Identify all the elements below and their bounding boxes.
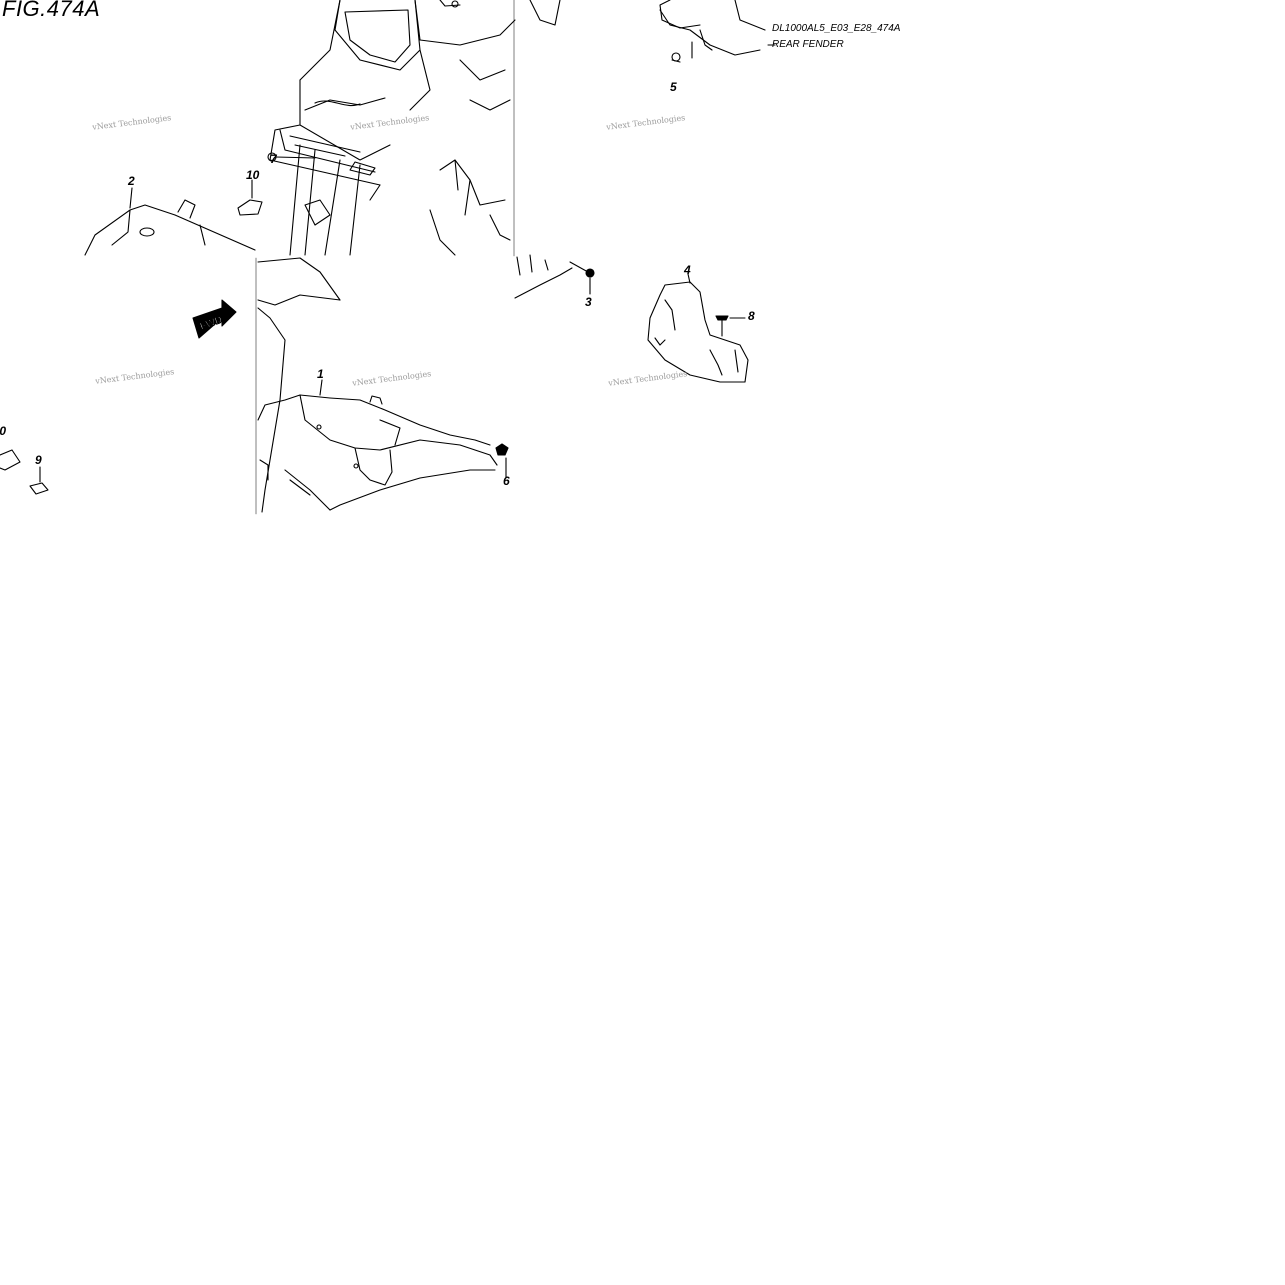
part-10-plate-lower — [0, 449, 21, 471]
callout-6: 6 — [503, 474, 510, 488]
callout-3: 3 — [585, 295, 592, 309]
tail-frame-assembly — [267, 0, 516, 256]
part-10-plate — [237, 199, 263, 216]
callout-8: 8 — [748, 309, 755, 323]
figure-title: FIG.474A — [2, 0, 101, 21]
callout-1: 1 — [317, 367, 324, 381]
part-9-pad — [29, 482, 49, 495]
figure-caption: REAR FENDER — [772, 39, 844, 50]
callout-9: 9 — [35, 453, 42, 467]
part-1-rear-fender — [257, 257, 509, 513]
callout-5: 5 — [670, 80, 677, 94]
callout-2: 2 — [128, 174, 135, 188]
part-2-tail-cowl — [84, 187, 256, 256]
part-4-cover — [647, 273, 749, 383]
part-3-bolt — [514, 254, 595, 299]
part-8-screw — [715, 315, 746, 337]
drawing-code: DL1000AL5_E03_E28_474A — [772, 23, 901, 34]
callout-4: 4 — [684, 263, 691, 277]
callout-10-lower: 10 — [0, 424, 6, 438]
callout-10: 10 — [246, 168, 260, 182]
fwd-arrow: FWD — [192, 299, 237, 339]
rear-fender-end — [529, 0, 776, 63]
callout-7: 7 — [270, 152, 277, 166]
